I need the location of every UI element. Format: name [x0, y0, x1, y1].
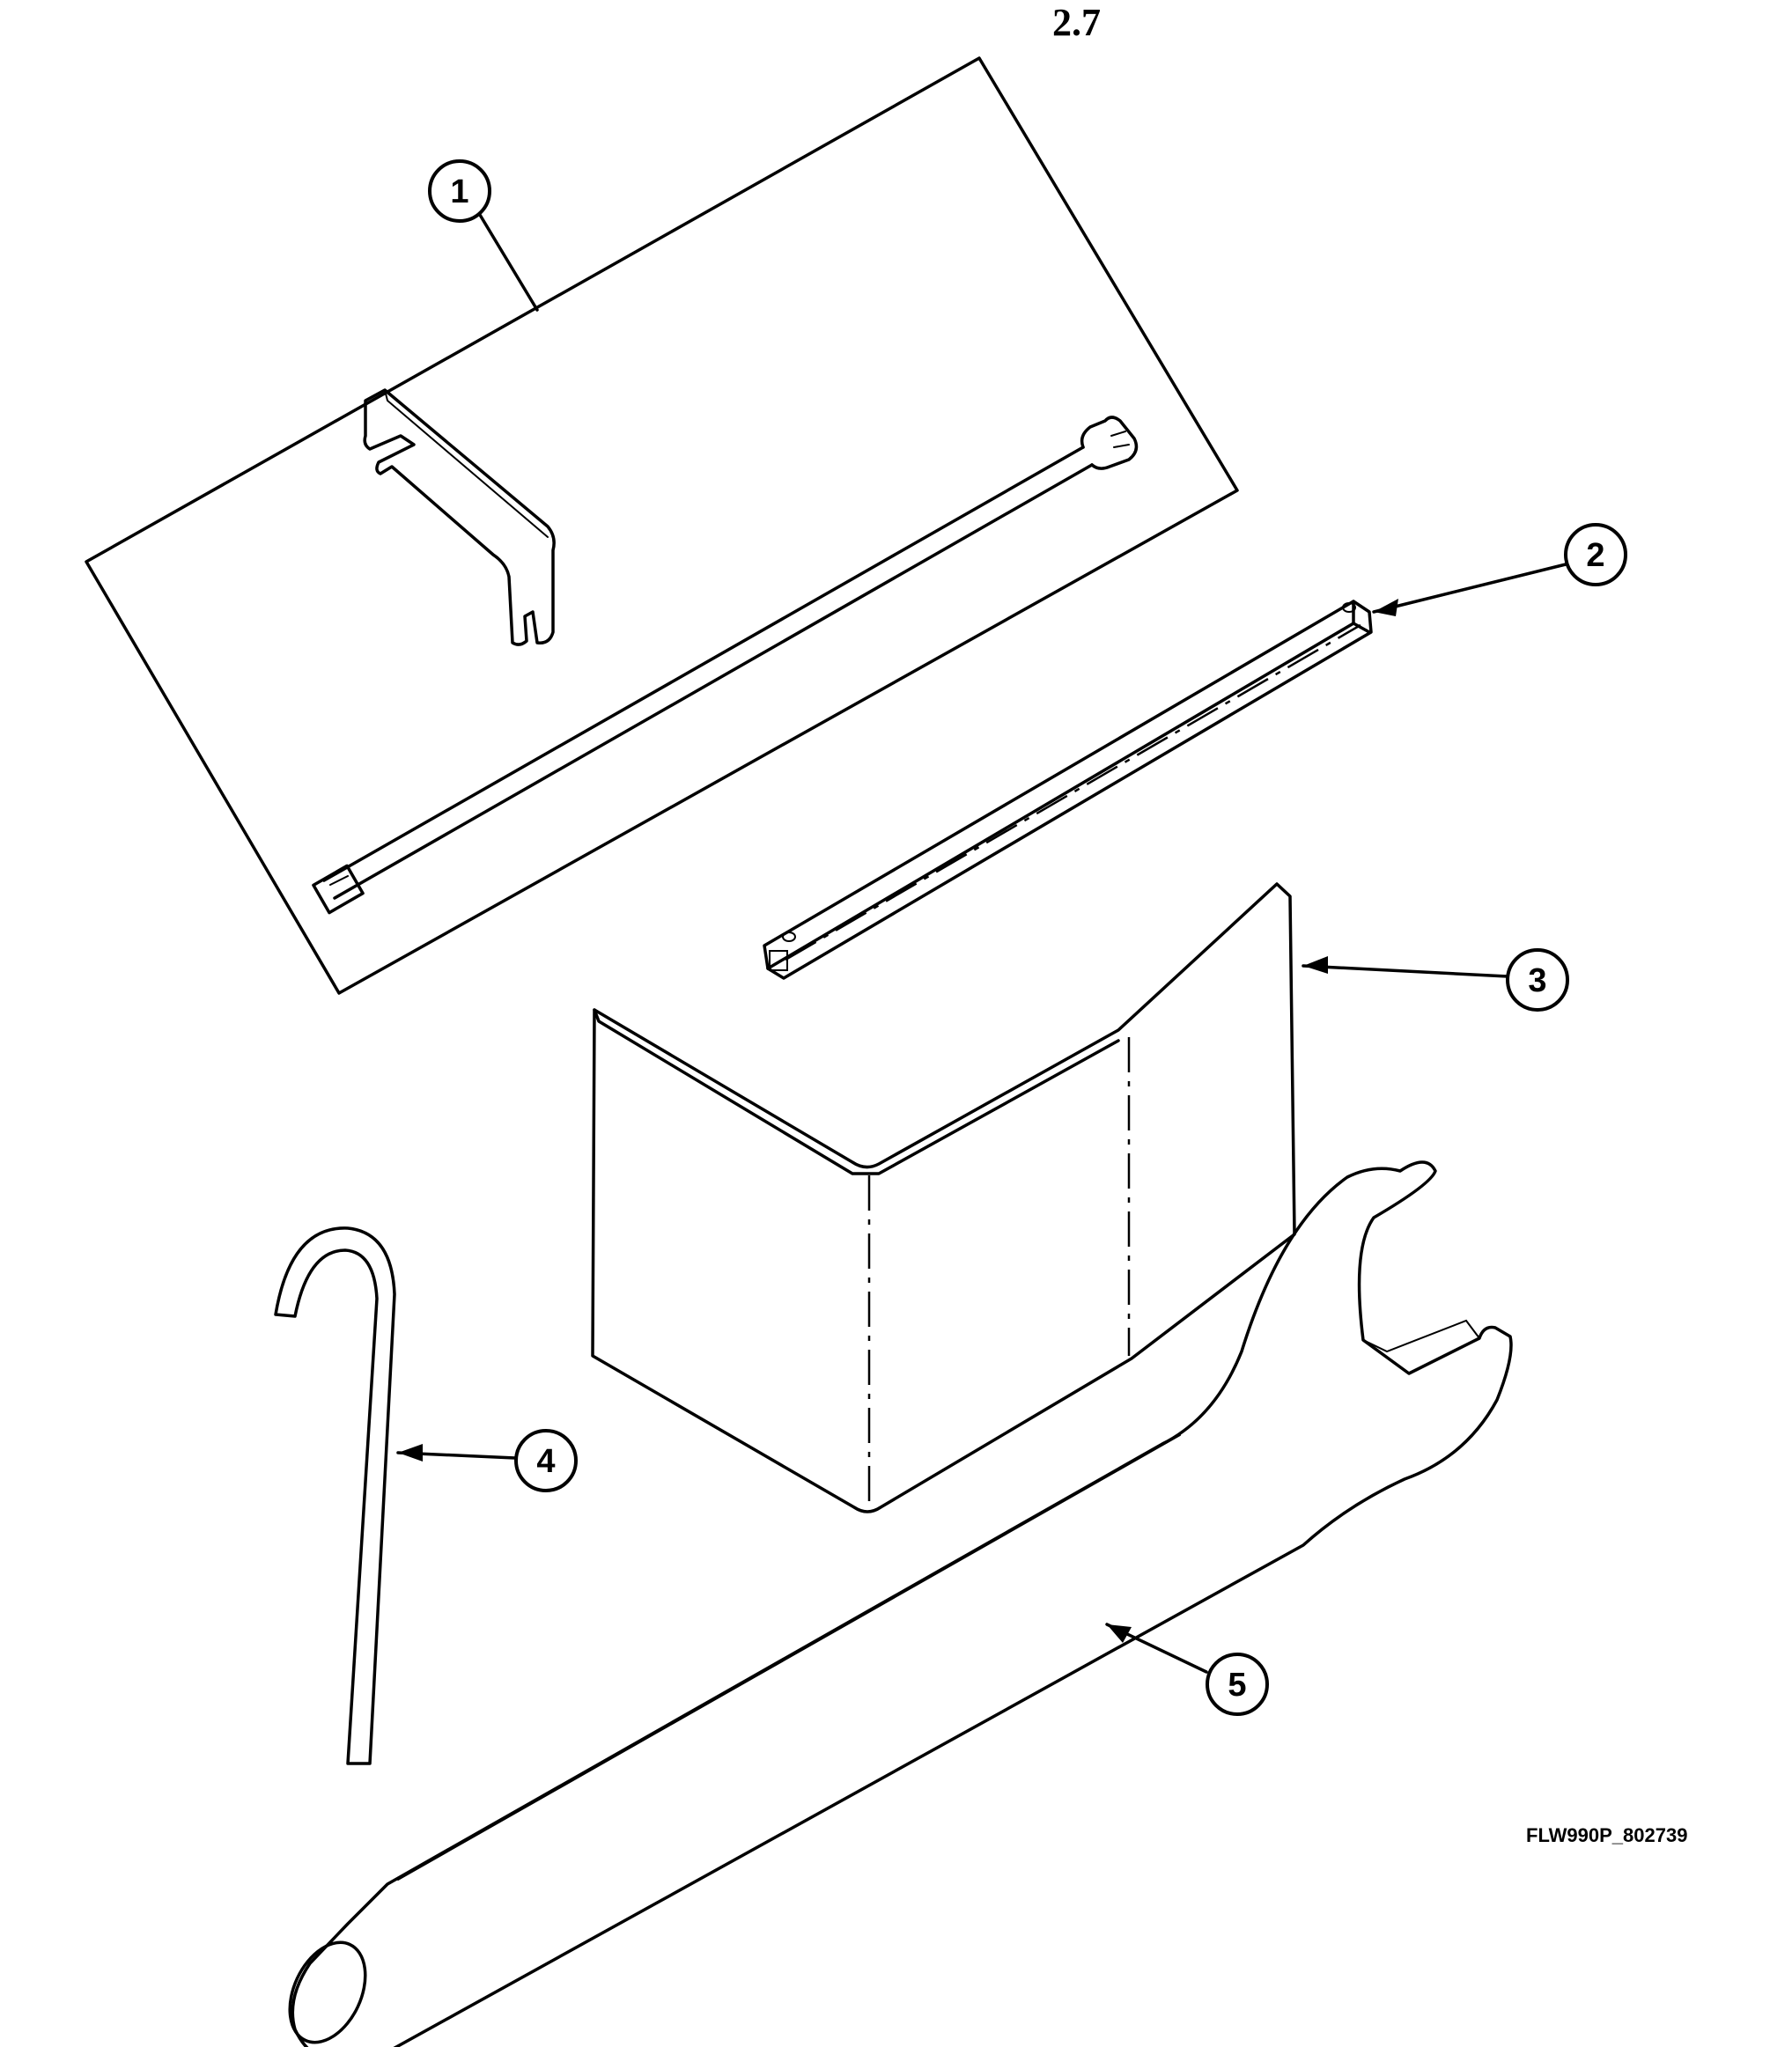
svg-text:4: 4: [536, 1443, 555, 1480]
svg-text:2: 2: [1586, 537, 1604, 574]
callout-3: 3: [1506, 948, 1569, 1012]
leader-lines: [396, 213, 1567, 1674]
svg-text:1: 1: [450, 173, 468, 210]
bent-bracket: [591, 882, 1296, 1513]
svg-text:5: 5: [1228, 1667, 1246, 1704]
flat-key-tool: [363, 388, 556, 646]
callout-2: 2: [1564, 523, 1627, 586]
page-number-fragment: 2.7: [1052, 1, 1101, 44]
tool-kit-panel: [85, 56, 1239, 995]
callout-4: 4: [514, 1429, 578, 1492]
figure-id: FLW990P_802739: [1526, 1824, 1687, 1846]
svg-text:3: 3: [1528, 962, 1546, 999]
hook-rod: [274, 1226, 396, 1765]
callout-5: 5: [1206, 1653, 1269, 1716]
square-bar: [763, 600, 1373, 980]
callout-1: 1: [428, 159, 491, 223]
forked-rod-tool: [312, 416, 1139, 915]
wrench-hole: [288, 1940, 367, 2044]
spanner-wrench: [288, 1160, 1513, 2047]
